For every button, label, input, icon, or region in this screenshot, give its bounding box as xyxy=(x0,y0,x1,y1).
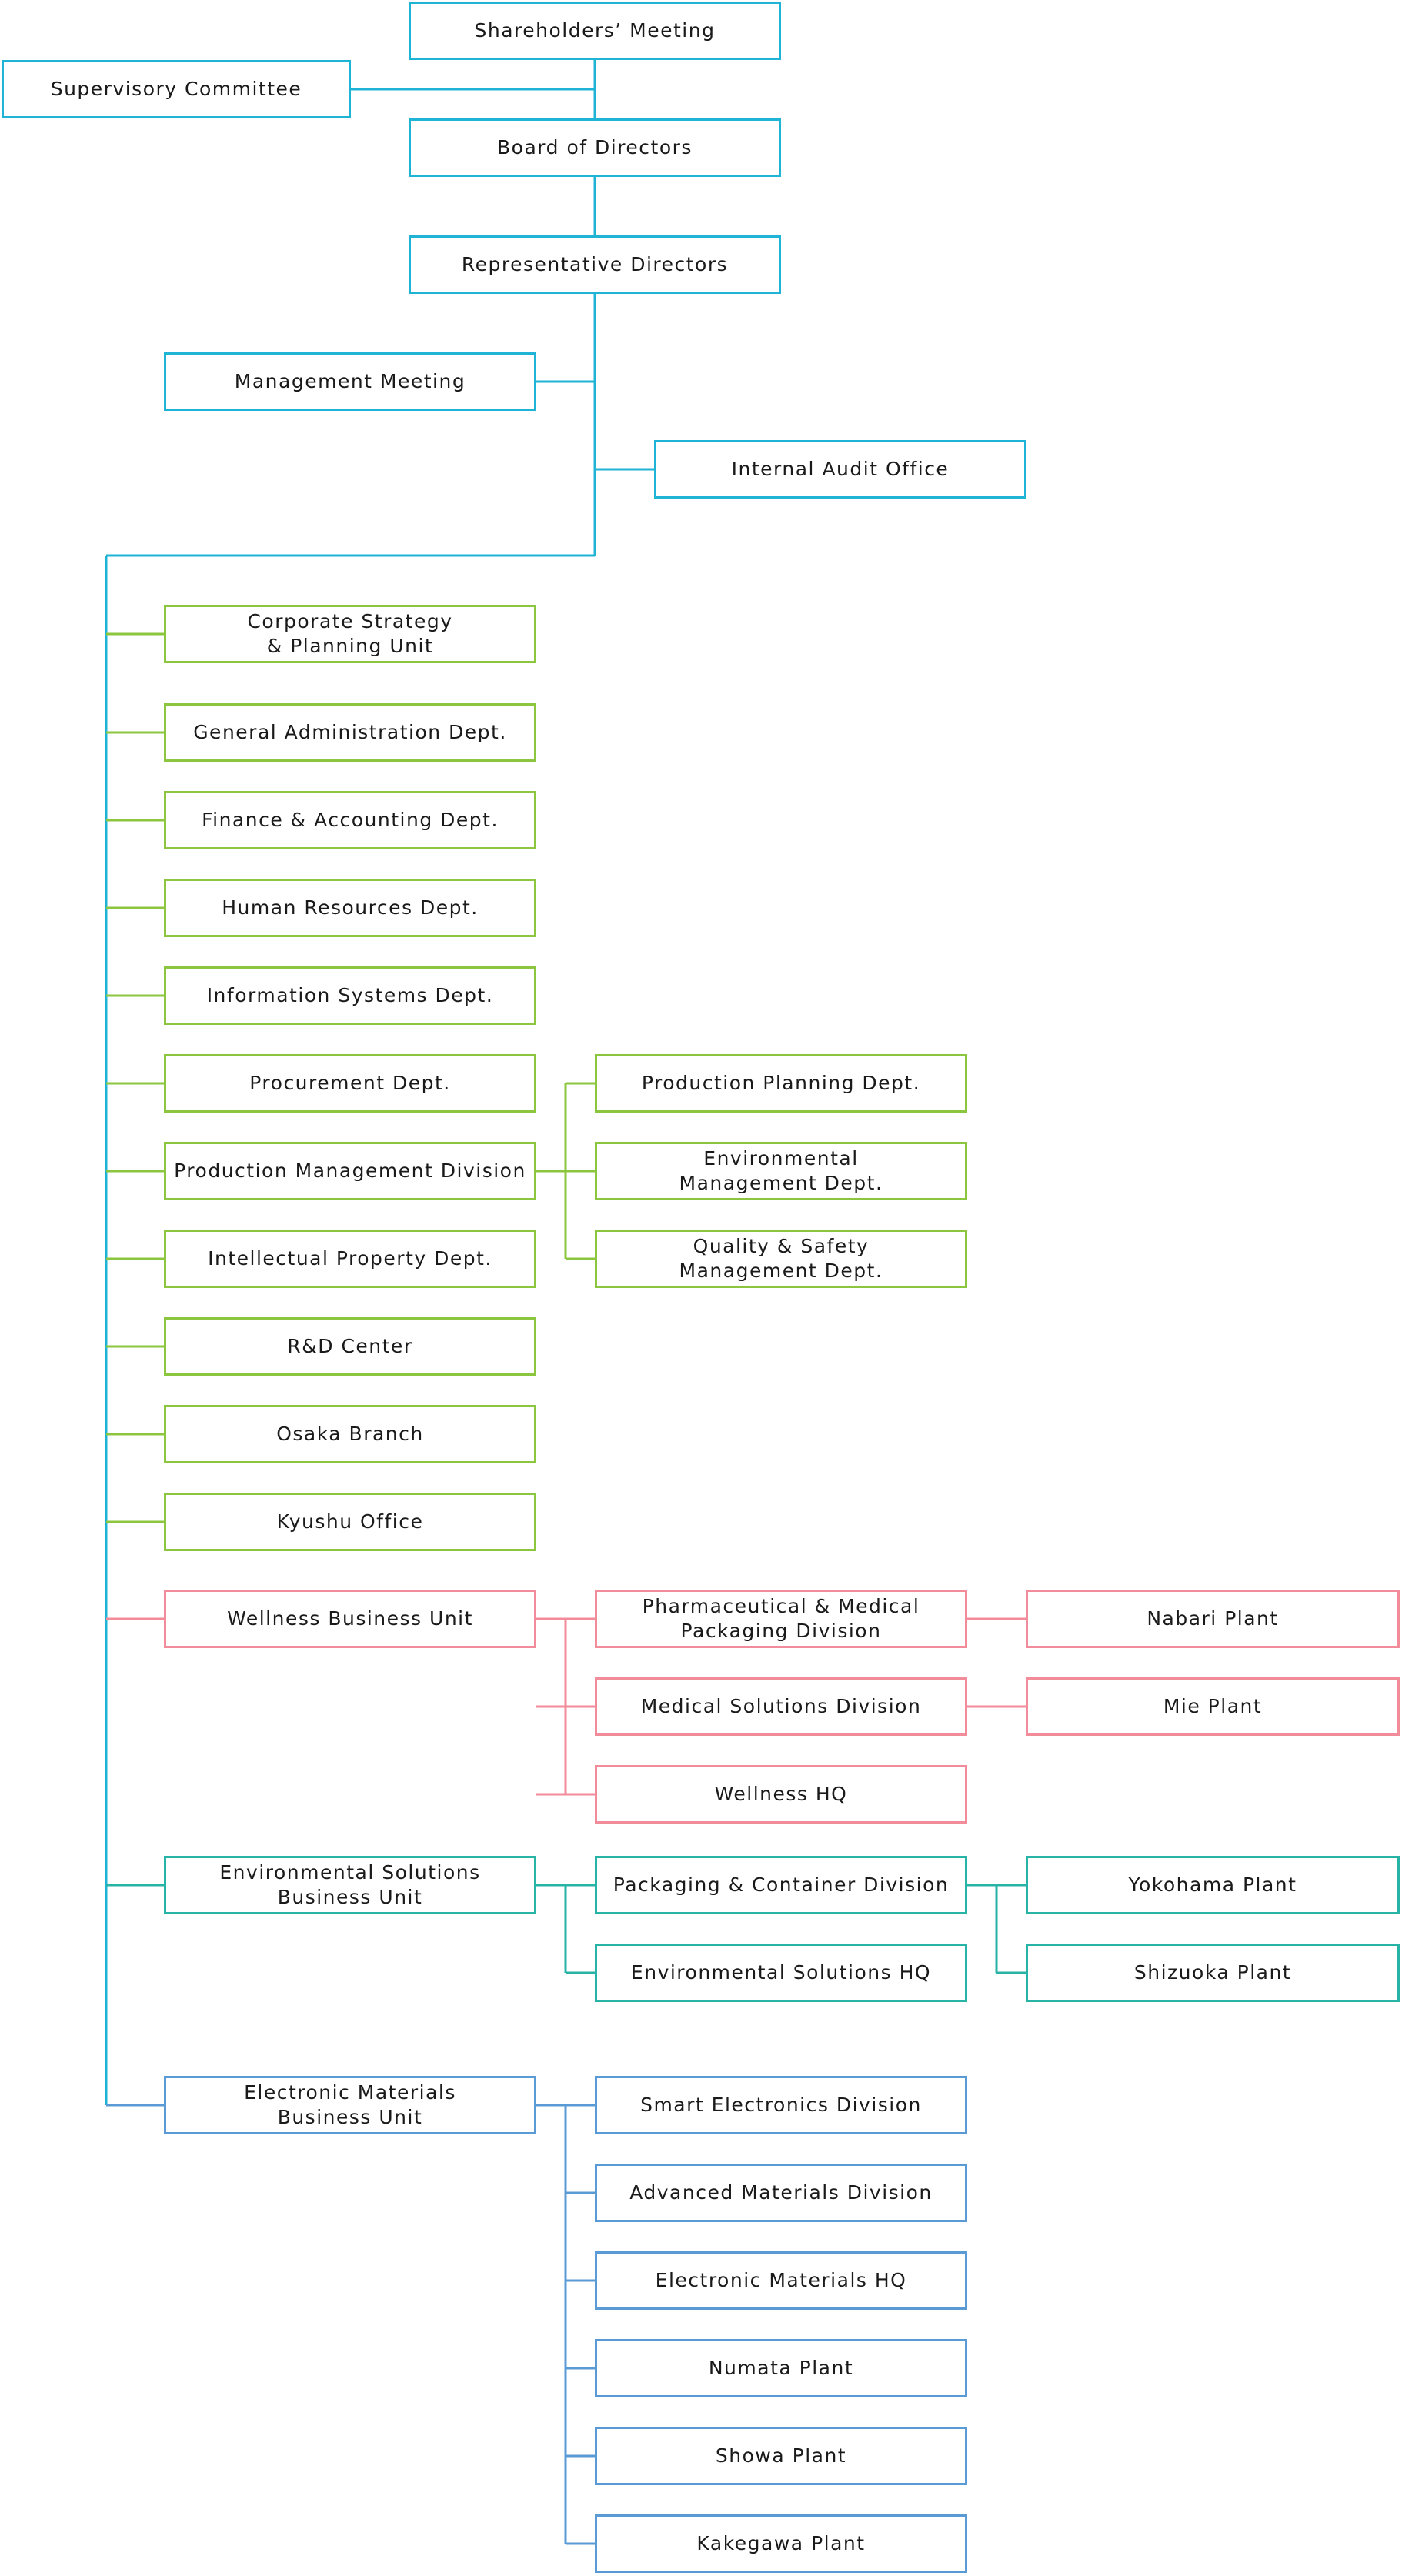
smart-electronics-division-box: Smart Electronics Division xyxy=(595,2076,967,2134)
environmental-solutions-hq-box: Environmental Solutions HQ xyxy=(595,1944,967,2002)
management-meeting-box: Management Meeting xyxy=(164,352,536,411)
rd-center-box: R&D Center xyxy=(164,1317,536,1376)
intellectual-property-dept-box: Intellectual Property Dept. xyxy=(164,1230,536,1288)
pharmaceutical-medical-packaging-division-box: Pharmaceutical & Medical Packaging Divis… xyxy=(595,1590,967,1648)
production-management-division-box: Production Management Division xyxy=(164,1142,536,1200)
human-resources-dept-box: Human Resources Dept. xyxy=(164,879,536,937)
information-systems-dept-box: Information Systems Dept. xyxy=(164,966,536,1025)
shizuoka-plant-box: Shizuoka Plant xyxy=(1026,1944,1400,2002)
yokohama-plant-box: Yokohama Plant xyxy=(1026,1856,1400,1914)
wellness-business-unit-box: Wellness Business Unit xyxy=(164,1590,536,1648)
board-of-directors-box: Board of Directors xyxy=(409,118,781,177)
numata-plant-box: Numata Plant xyxy=(595,2339,967,2397)
medical-solutions-division-box: Medical Solutions Division xyxy=(595,1677,967,1736)
production-planning-dept-box: Production Planning Dept. xyxy=(595,1054,967,1113)
electronic-materials-business-unit-box: Electronic Materials Business Unit xyxy=(164,2076,536,2134)
advanced-materials-division-box: Advanced Materials Division xyxy=(595,2164,967,2222)
electronic-materials-hq-box: Electronic Materials HQ xyxy=(595,2251,967,2310)
kyushu-office-box: Kyushu Office xyxy=(164,1493,536,1551)
mie-plant-box: Mie Plant xyxy=(1026,1677,1400,1736)
nabari-plant-box: Nabari Plant xyxy=(1026,1590,1400,1648)
supervisory-committee-box: Supervisory Committee xyxy=(2,60,351,118)
environmental-solutions-business-unit-box: Environmental Solutions Business Unit xyxy=(164,1856,536,1914)
showa-plant-box: Showa Plant xyxy=(595,2427,967,2485)
packaging-container-division-box: Packaging & Container Division xyxy=(595,1856,967,1914)
general-administration-dept-box: General Administration Dept. xyxy=(164,703,536,762)
kakegawa-plant-box: Kakegawa Plant xyxy=(595,2514,967,2573)
corporate-strategy-unit-box: Corporate Strategy & Planning Unit xyxy=(164,605,536,663)
procurement-dept-box: Procurement Dept. xyxy=(164,1054,536,1113)
environmental-management-dept-box: Environmental Management Dept. xyxy=(595,1142,967,1200)
representative-directors-box: Representative Directors xyxy=(409,235,781,294)
finance-accounting-dept-box: Finance & Accounting Dept. xyxy=(164,791,536,849)
shareholders-meeting-box: Shareholders’ Meeting xyxy=(409,2,781,60)
wellness-hq-box: Wellness HQ xyxy=(595,1765,967,1824)
quality-safety-management-dept-box: Quality & Safety Management Dept. xyxy=(595,1230,967,1288)
osaka-branch-box: Osaka Branch xyxy=(164,1405,536,1463)
internal-audit-office-box: Internal Audit Office xyxy=(654,440,1026,499)
